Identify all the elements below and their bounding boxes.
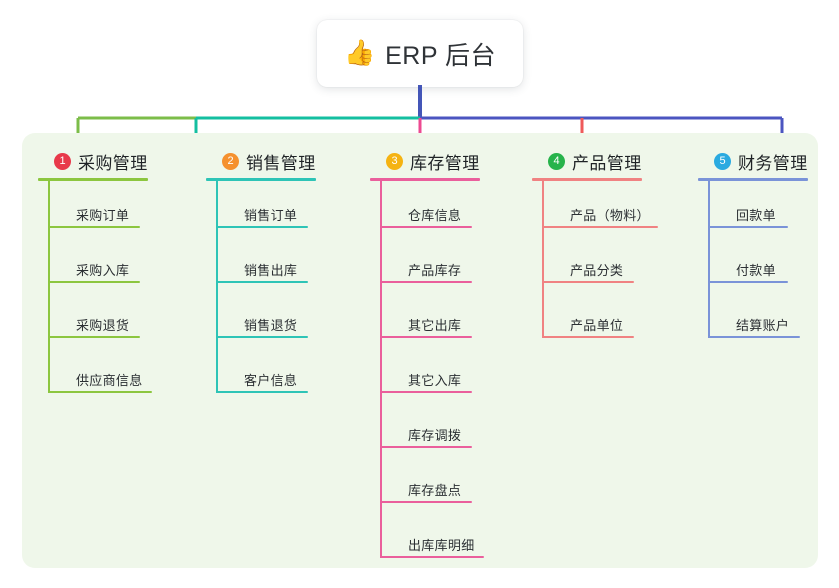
leaf-rule xyxy=(380,391,472,393)
leaf-label: 其它出库 xyxy=(408,318,462,333)
branch-header-rule-3 xyxy=(370,178,480,181)
branch-header-3[interactable]: 3 库存管理 xyxy=(370,148,480,174)
leaf-rule xyxy=(380,446,472,448)
leaf-rule xyxy=(216,336,308,338)
leaf-label: 采购入库 xyxy=(76,263,130,278)
leaf-label: 库存调拨 xyxy=(408,428,462,443)
branch-spine-1 xyxy=(48,178,50,393)
leaf-label: 付款单 xyxy=(736,263,776,278)
leaf-label: 结算账户 xyxy=(736,318,790,333)
leaf-rule xyxy=(708,281,788,283)
leaf-label: 销售退货 xyxy=(244,318,298,333)
root-title: ERP 后台 xyxy=(385,41,497,70)
leaf-rule xyxy=(216,281,308,283)
leaf-rule xyxy=(542,281,634,283)
branch-header-rule-5 xyxy=(698,178,808,181)
branch-title-4: 产品管理 xyxy=(572,153,642,173)
branch-spine-2 xyxy=(216,178,218,393)
leaf-label: 库存盘点 xyxy=(408,483,462,498)
leaf-rule xyxy=(380,336,472,338)
leaf-label: 回款单 xyxy=(736,208,776,223)
branch-header-rule-4 xyxy=(532,178,642,181)
leaf-rule xyxy=(708,226,788,228)
leaf-label: 销售订单 xyxy=(244,208,298,223)
thumbs-up-icon: 👍 xyxy=(343,39,376,67)
leaf-rule xyxy=(380,501,472,503)
branch-header-5[interactable]: 5 财务管理 xyxy=(698,148,808,174)
leaf-label: 供应商信息 xyxy=(76,373,143,388)
branch-header-rule-2 xyxy=(206,178,316,181)
branch-spine-5 xyxy=(708,178,710,338)
branch-badge-4: 4 xyxy=(548,152,565,170)
leaf-rule xyxy=(216,391,308,393)
branch-title-5: 财务管理 xyxy=(738,153,808,173)
branch-badge-5: 5 xyxy=(714,152,731,170)
leaf-label: 其它入库 xyxy=(408,373,462,388)
leaf-rule xyxy=(542,226,658,228)
branch-title-1: 采购管理 xyxy=(78,153,148,173)
branch-header-2[interactable]: 2 销售管理 xyxy=(206,148,316,174)
leaf-rule xyxy=(48,226,140,228)
leaf-rule xyxy=(216,226,308,228)
leaf-rule xyxy=(48,281,140,283)
root-node[interactable]: 👍 ERP 后台 xyxy=(317,20,523,87)
leaf-label: 采购订单 xyxy=(76,208,130,223)
branch-spine-3 xyxy=(380,178,382,558)
branch-header-4[interactable]: 4 产品管理 xyxy=(532,148,642,174)
leaf-label: 出库库明细 xyxy=(408,538,475,553)
branch-header-1[interactable]: 1 采购管理 xyxy=(38,148,148,174)
leaf-rule xyxy=(380,226,472,228)
leaf-label: 产品库存 xyxy=(408,263,462,278)
leaf-label: 产品分类 xyxy=(570,263,624,278)
leaf-rule xyxy=(48,336,140,338)
leaf-label: 销售出库 xyxy=(244,263,298,278)
leaf-rule xyxy=(48,391,152,393)
branch-spine-4 xyxy=(542,178,544,338)
leaf-rule xyxy=(380,281,472,283)
leaf-label: 产品（物料） xyxy=(570,208,650,223)
leaf-label: 采购退货 xyxy=(76,318,130,333)
branch-panel xyxy=(22,133,818,568)
leaf-label: 仓库信息 xyxy=(408,208,462,223)
leaf-rule xyxy=(708,336,800,338)
leaf-label: 产品单位 xyxy=(570,318,624,333)
branch-badge-1: 1 xyxy=(54,152,71,170)
leaf-rule xyxy=(542,336,634,338)
branch-title-3: 库存管理 xyxy=(410,153,480,173)
branch-badge-2: 2 xyxy=(222,152,239,170)
leaf-label: 客户信息 xyxy=(244,373,298,388)
branch-header-rule-1 xyxy=(38,178,148,181)
branch-badge-3: 3 xyxy=(386,152,403,170)
leaf-rule xyxy=(380,556,484,558)
branch-title-2: 销售管理 xyxy=(246,153,316,173)
